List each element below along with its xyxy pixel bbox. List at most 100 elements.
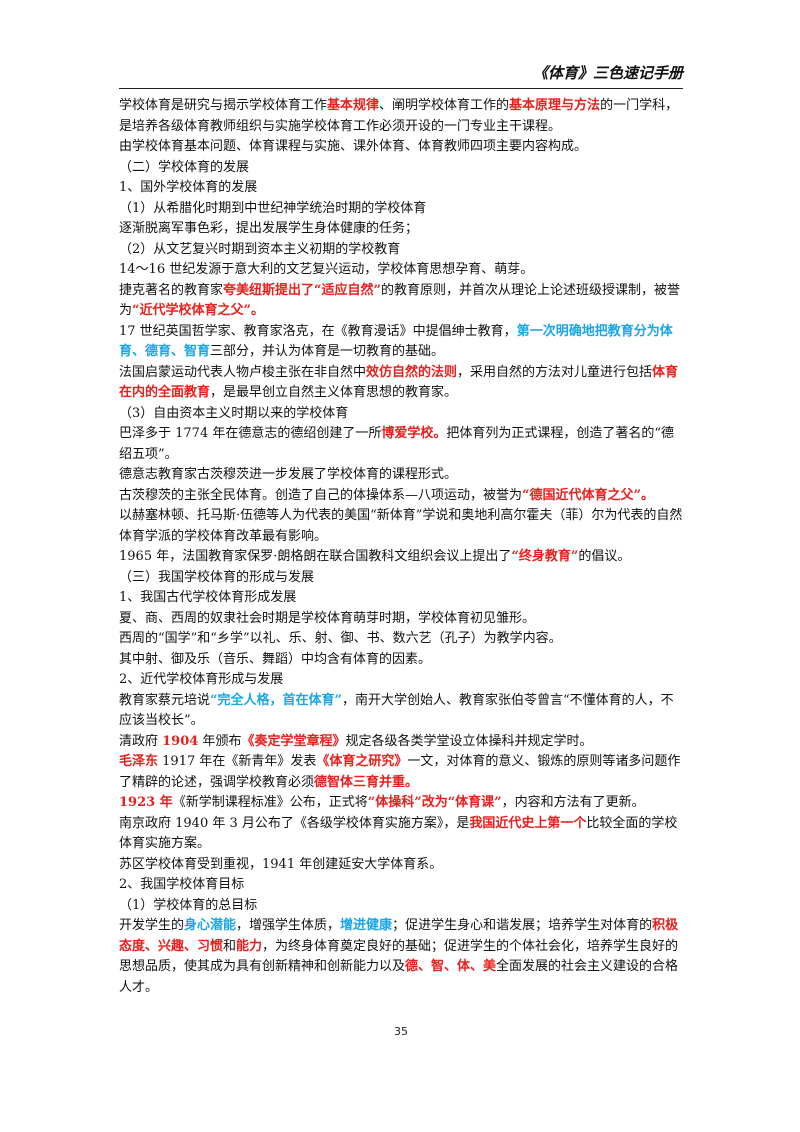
red-highlight-text: 1904 <box>162 733 199 749</box>
paragraph: 由学校体育基本问题、体育课程与实施、课外体育、体育教师四项主要内容构成。 <box>119 137 685 158</box>
text-segment: 1、我国古代学校体育形成发展 <box>119 590 297 605</box>
text-segment: 、阐明学校体育工作的 <box>379 98 510 113</box>
text-segment: 14～16 世纪发源于意大利的文艺复兴运动，学校体育思想孕育、萌芽。 <box>119 262 534 277</box>
paragraph: 2、我国学校体育目标 <box>119 875 685 896</box>
text-segment: 17 世纪英国哲学家、教育家洛克，在《教育漫话》中提倡绅士教育， <box>119 323 517 339</box>
paragraph: （1）学校体育的总目标 <box>119 896 685 917</box>
text-segment: 由学校体育基本问题、体育课程与实施、课外体育、体育教师四项主要内容构成。 <box>119 139 588 154</box>
paragraph: （1）从希腊化时期到中世纪神学统治时期的学校体育 <box>119 199 685 220</box>
text-segment: 三部分，并认为体育是一切教育的基础。 <box>210 344 445 359</box>
paragraph: 教育家蔡元培说“完全人格，首在体育”，南开大学创始人、教育家张伯苓曾言“不懂体育… <box>119 691 685 732</box>
text-segment: 法国启蒙运动代表人物卢梭主张在非自然中 <box>119 364 367 380</box>
text-segment: 德意志教育家古茨穆茨进一步发展了学校体育的课程形式。 <box>119 467 458 482</box>
red-highlight-text: 体育在内的全面教育 <box>119 364 679 401</box>
red-highlight-text: 效仿自然的法则 <box>366 364 458 380</box>
red-highlight-text: 《奏定学堂章程》 <box>241 733 346 749</box>
text-segment: 2、近代学校体育形成与发展 <box>119 672 284 687</box>
text-segment: 全面发展的社会主义建设的合格人才。 <box>119 959 679 995</box>
paragraph: 清政府 1904 年颁布《奏定学堂章程》规定各级各类学堂设立体操科并规定学时。 <box>119 732 685 753</box>
paragraph: 巴泽多于 1774 年在德意志的德绍创建了一所博爱学校。把体育列为正式课程，创造… <box>119 424 685 465</box>
text-segment: 的倡议。 <box>578 549 631 564</box>
page-number: 35 <box>394 1025 408 1038</box>
paragraph: 17 世纪英国哲学家、教育家洛克，在《教育漫话》中提倡绅士教育，第一次明确地把教… <box>119 322 685 363</box>
blue-highlight-text: 增进健康 <box>340 918 393 933</box>
text-segment: 西周的“国学”和“乡学”以礼、乐、射、御、书、数六艺（孔子）为教学内容。 <box>119 631 562 646</box>
text-segment: 的教育原则，并首次从理论上论述班级授课制，被誉为 <box>119 282 680 319</box>
paragraph: 1、国外学校体育的发展 <box>119 178 685 199</box>
text-segment: 1965 年，法国教育家保罗·朗格朗在联合国教科文组织会议上提出了 <box>119 549 512 564</box>
paragraph: 南京政府 1940 年 3 月公布了《各级学校体育实施方案》，是我国近代史上第一… <box>119 814 685 855</box>
paragraph: （二）学校体育的发展 <box>119 158 685 179</box>
red-highlight-text: 基本规律 <box>327 98 380 113</box>
paragraph: 苏区学校体育受到重视，1941 年创建延安大学体育系。 <box>119 855 685 876</box>
text-segment: 《新学制课程标准》公布，正式将 <box>172 795 368 810</box>
paragraph: 1923 年《新学制课程标准》公布，正式将“体操科”改为“体育课”，内容和方法有… <box>119 793 685 814</box>
text-segment: ，是最早创立自然主义体育思想的教育家。 <box>210 385 458 400</box>
text-segment: 把体育列为正式课程，创造了著名的“德绍五项”。 <box>119 426 675 462</box>
header-divider <box>119 88 683 89</box>
paragraph: 其中射、御及乐（音乐、舞蹈）中均含有体育的因素。 <box>119 650 685 671</box>
red-highlight-text: 毛泽东 <box>119 754 159 769</box>
text-segment: 1917 年在《新青年》发表 <box>158 754 317 769</box>
paragraph: 法国启蒙运动代表人物卢梭主张在非自然中效仿自然的法则，采用自然的方法对儿童进行包… <box>119 363 685 404</box>
text-segment: 古茨穆茨的主张全民体育。创造了自己的体操体系—八项运动，被誉为 <box>119 487 523 503</box>
text-segment: 学校体育是研究与揭示学校体育工作 <box>119 98 328 113</box>
text-segment: 其中射、御及乐（音乐、舞蹈）中均含有体育的因素。 <box>119 651 432 667</box>
paragraph: 1965 年，法国教育家保罗·朗格朗在联合国教科文组织会议上提出了“终身教育”的… <box>119 547 685 568</box>
red-highlight-text: 夸美纽斯提出了“适应自然” <box>223 282 381 298</box>
red-highlight-text: “德国近代体育之父”。 <box>522 487 654 503</box>
text-segment: （1）从希腊化时期到中世纪神学统治时期的学校体育 <box>119 200 427 216</box>
blue-highlight-text: 第一次明确地把教育分为体育、德育、智育 <box>119 323 673 360</box>
text-segment: （1）学校体育的总目标 <box>119 897 258 913</box>
paragraph: （3）自由资本主义时期以来的学校体育 <box>119 404 685 425</box>
paragraph: 学校体育是研究与揭示学校体育工作基本规律、阐明学校体育工作的基本原理与方法的一门… <box>119 96 685 137</box>
red-highlight-text: 1923 年 <box>119 795 173 810</box>
text-segment: 一文，对体育的意义、锻炼的原则等诸多问题作了精辟的论述，强调学校教育必须 <box>119 754 681 790</box>
paragraph: 古茨穆茨的主张全民体育。创造了自己的体操体系—八项运动，被誉为“德国近代体育之父… <box>119 486 685 507</box>
red-highlight-text: 博爱学校。 <box>381 426 447 441</box>
text-segment: ，采用自然的方法对儿童进行包括 <box>457 364 653 380</box>
text-segment: ，内容和方法有了更新。 <box>501 795 645 810</box>
text-segment: 年颁布 <box>198 733 242 749</box>
text-segment: ，南开大学创始人、教育家张伯苓曾言“不懂体育的人，不应该当校长”。 <box>119 692 674 729</box>
paragraph: 2、近代学校体育形成与发展 <box>119 670 685 691</box>
paragraph: 夏、商、西周的奴隶社会时期是学校体育萌芽时期，学校体育初见雏形。 <box>119 609 685 630</box>
red-highlight-text: “近代学校体育之父”。 <box>132 303 264 318</box>
paragraph: 逐渐脱离军事色彩，提出发展学生身体健康的任务； <box>119 219 685 240</box>
text-segment: 捷克著名的教育家 <box>119 282 224 298</box>
text-segment: 1、国外学校体育的发展 <box>119 180 258 195</box>
text-segment: 规定各级各类学堂设立体操科并规定学时。 <box>345 733 593 749</box>
red-highlight-text: 基本原理与方法 <box>509 98 601 113</box>
paragraph: （2）从文艺复兴时期到资本主义初期的学校教育 <box>119 240 685 261</box>
red-highlight-text: 德、智、体、美 <box>405 959 497 974</box>
red-highlight-text: “终身教育” <box>511 549 579 564</box>
paragraph: 以赫塞林顿、托马斯·伍德等人为代表的美国“新体育”学说和奥地利高尔霍夫（菲）尔为… <box>119 506 685 547</box>
red-highlight-text: 能力 <box>236 938 263 954</box>
blue-highlight-text: 身心潜能 <box>184 918 237 933</box>
text-segment: 苏区学校体育受到重视，1941 年创建延安大学体育系。 <box>119 856 443 872</box>
text-segment: ，为终身体育奠定良好的基础；促进学生的个体社会化，培养学生良好的思想品质，使其成… <box>119 938 679 975</box>
text-segment: ，增强学生体质， <box>236 918 341 933</box>
paragraph: 德意志教育家古茨穆茨进一步发展了学校体育的课程形式。 <box>119 465 685 486</box>
paragraph: 捷克著名的教育家夸美纽斯提出了“适应自然”的教育原则，并首次从理论上论述班级授课… <box>119 281 685 322</box>
paragraph: 1、我国古代学校体育形成发展 <box>119 588 685 609</box>
text-segment: 南京政府 1940 年 3 月公布了《各级学校体育实施方案》，是 <box>119 815 470 831</box>
red-highlight-text: 德智体三育并重。 <box>314 774 419 790</box>
text-segment: 和 <box>223 938 237 954</box>
text-segment: 比较全面的学校体育实施方案。 <box>119 815 678 852</box>
text-segment: 教育家蔡元培说 <box>119 692 211 708</box>
text-segment: 开发学生的 <box>119 918 185 933</box>
text-segment: （2）从文艺复兴时期到资本主义初期的学校教育 <box>119 241 401 257</box>
red-highlight-text: 积极态度、兴趣、习惯 <box>119 918 679 954</box>
text-segment: 2、我国学校体育目标 <box>119 877 245 892</box>
text-segment: （3）自由资本主义时期以来的学校体育 <box>119 405 349 421</box>
paragraph: 14～16 世纪发源于意大利的文艺复兴运动，学校体育思想孕育、萌芽。 <box>119 260 685 281</box>
paragraph: 西周的“国学”和“乡学”以礼、乐、射、御、书、数六艺（孔子）为教学内容。 <box>119 629 685 650</box>
text-segment: （三）我国学校体育的形成与发展 <box>119 569 315 585</box>
red-highlight-text: “体操科”改为“体育课” <box>367 795 502 810</box>
header-title: 《体育》三色速记手册 <box>532 64 683 82</box>
text-segment: 以赫塞林顿、托马斯·伍德等人为代表的美国“新体育”学说和奥地利高尔霍夫（菲）尔为… <box>119 508 683 544</box>
paragraph: 开发学生的身心潜能，增强学生体质，增进健康；促进学生身心和谐发展；培养学生对体育… <box>119 916 685 998</box>
document-body: 学校体育是研究与揭示学校体育工作基本规律、阐明学校体育工作的基本原理与方法的一门… <box>119 96 685 998</box>
